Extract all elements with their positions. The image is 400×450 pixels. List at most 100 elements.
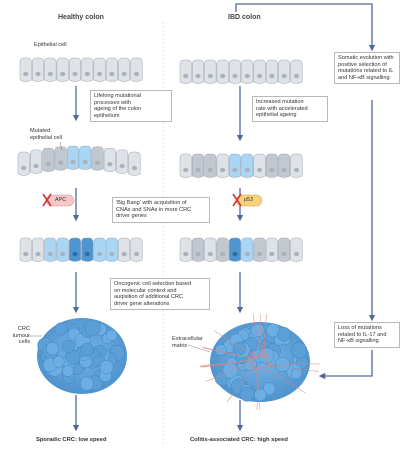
tumour-cell: [61, 339, 75, 353]
cell-nucleus: [58, 160, 64, 166]
ecm-label-line1: Extracellular: [172, 336, 203, 342]
colitis-crc-label: Colitis-associated CRC: high speed: [190, 437, 288, 443]
ecm-fiber: [250, 366, 319, 372]
cell-nucleus: [60, 71, 66, 77]
ecm-fiber: [264, 314, 273, 369]
box-line: Oncogenic cell selection based: [114, 281, 192, 287]
epithelial-cell: [130, 237, 143, 262]
tumour-cell: [262, 382, 276, 396]
mutated-cell: [204, 153, 217, 178]
epithelial-cell: [192, 59, 205, 84]
ecm-leader: [187, 344, 211, 353]
mutated-cell-label-line1: Mutated: [30, 128, 51, 134]
p53-gene-marker: [232, 193, 263, 207]
apc-gene-label: APC: [55, 197, 67, 203]
epithelial-cell: [32, 57, 45, 82]
cell-nucleus: [133, 71, 140, 77]
mutated-cell: [228, 153, 241, 178]
cell-nucleus: [256, 73, 263, 79]
epithelial-cell: [130, 57, 143, 82]
ecm-fiber: [202, 347, 271, 357]
cell-nucleus: [244, 167, 250, 173]
mutated-cell: [192, 237, 205, 262]
p53-gene-label: p53: [244, 197, 253, 203]
cell-nucleus: [131, 165, 138, 171]
epithelial-cell: [17, 151, 30, 176]
cell-nucleus: [220, 251, 226, 257]
epithelial-cell: [278, 59, 291, 84]
mutated-cell: [44, 237, 57, 262]
box-line: driver genes: [116, 213, 147, 220]
box-line: rate with accelerated: [256, 105, 308, 112]
cell-nucleus: [60, 251, 66, 257]
epithelial-cell: [265, 59, 278, 84]
crc-label-line2: tumour: [12, 332, 30, 339]
cell-nucleus: [72, 71, 78, 77]
box-line: processes with: [94, 99, 131, 106]
tumour-cell: [62, 365, 74, 377]
mutated-cell: [265, 153, 278, 178]
ecm-fiber: [252, 314, 275, 366]
mutated-cell: [54, 146, 67, 171]
ecm-fiber: [260, 313, 274, 368]
epithelial-cell: [116, 149, 129, 174]
mutated-cell: [228, 237, 241, 262]
epithelial-cell: [103, 147, 116, 172]
tumour-cell: [79, 376, 94, 391]
ibd-clonal-row: [179, 237, 303, 262]
epithelial-cell: [32, 237, 45, 262]
ecm-fiber: [214, 330, 274, 358]
epithelial-cell: [216, 153, 229, 178]
cell-nucleus: [244, 73, 250, 79]
tumour-cell: [253, 388, 267, 402]
mutated-cell: [241, 237, 254, 262]
cell-nucleus: [94, 160, 101, 166]
tumour-cell: [239, 386, 255, 402]
mutated-cell: [81, 237, 94, 262]
epithelial-cell: [44, 57, 57, 82]
mutated-cell: [278, 237, 291, 262]
cell-nucleus: [207, 167, 213, 173]
box-line: epithelium: [94, 112, 120, 119]
epithelial-cell: [253, 153, 266, 178]
mutated-cell-label-line2: epithelial cell: [30, 134, 63, 141]
ecm-fiber: [246, 366, 306, 394]
mutated-cell: [91, 146, 104, 171]
cell-nucleus: [121, 251, 127, 257]
cell-nucleus: [269, 167, 275, 173]
ibd-column-title: IBD colon: [228, 14, 261, 21]
tumour-cell: [290, 342, 308, 359]
ecm-fiber: [205, 349, 261, 382]
epithelial-cell: [118, 57, 131, 82]
box-line: driver gene alterations: [114, 300, 170, 307]
cell-nucleus: [35, 251, 41, 257]
mutated-cell-label: Mutated epithelial cell: [30, 128, 62, 141]
cell-nucleus: [220, 167, 226, 173]
cell-nucleus: [47, 251, 53, 257]
cell-nucleus: [133, 251, 140, 257]
tumour-cell: [46, 342, 59, 356]
box-line: positive selection of: [338, 61, 387, 68]
cross-icon: [232, 193, 242, 207]
mutated-cell: [66, 145, 79, 170]
mutated-cell: [42, 147, 55, 172]
mutated-cell: [241, 153, 254, 178]
box-line: on molecular context and: [114, 287, 177, 294]
increased-mutation-box: Increased mutation rate with accelerated…: [252, 96, 328, 122]
tumour-cell: [84, 319, 101, 336]
ecm-fiber: [226, 351, 254, 403]
cell-nucleus: [23, 71, 29, 77]
healthy-epithelium-row: [19, 57, 143, 82]
epithelial-cell: [204, 237, 217, 262]
cell-nucleus: [293, 167, 300, 173]
mutated-cell: [68, 237, 81, 262]
apc-gene-marker: [42, 193, 75, 207]
healthy-clonal-row: [19, 237, 143, 262]
epithelial-cell: [228, 59, 241, 84]
tumour-cell: [290, 368, 303, 380]
tumour-cell: [80, 342, 94, 357]
healthy-tumour: [37, 318, 127, 394]
epithelial-cell: [290, 59, 303, 84]
somatic-evolution-box: Somatic evolution with positive selectio…: [334, 52, 400, 85]
